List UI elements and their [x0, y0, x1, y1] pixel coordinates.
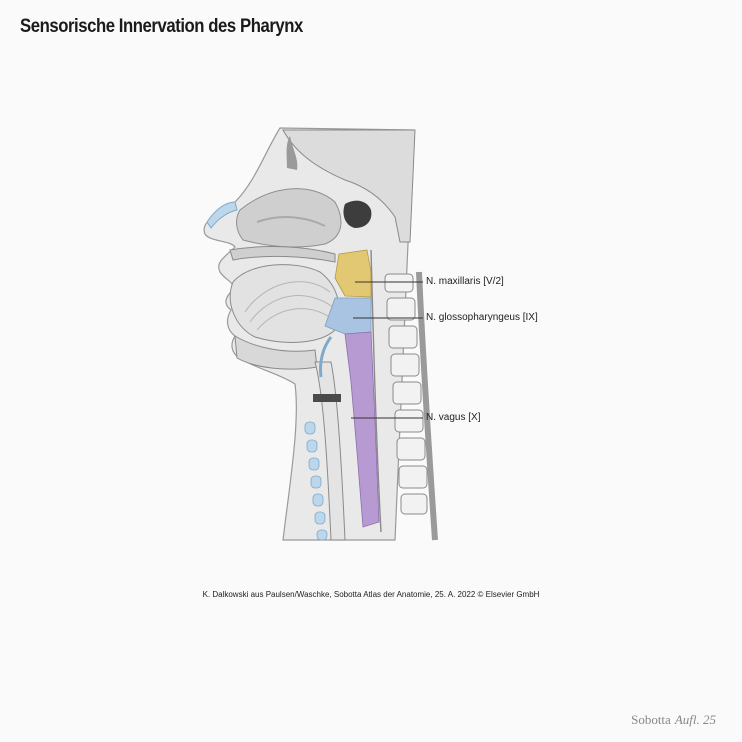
label-maxillaris: N. maxillaris [V/2]: [426, 276, 504, 287]
nasal-conchae: [256, 216, 326, 227]
spinal-canal: [416, 271, 438, 541]
brand-edition: Aufl. 25: [674, 712, 716, 727]
label-glossopharyngeus: N. glossopharyngeus [IX]: [426, 312, 538, 323]
page-title: Sensorische Innervation des Pharynx: [20, 16, 303, 37]
brand-name: Sobotta: [631, 712, 671, 727]
frontal-sinus: [286, 136, 298, 170]
pharyngeal-wall: [370, 249, 382, 533]
airway: [314, 361, 346, 541]
nasal-cartilage: [206, 201, 238, 229]
region-maxillaris: [334, 249, 372, 298]
sphenoid-sinus: [343, 200, 372, 228]
epiglottis: [319, 336, 333, 378]
vocal-fold: [313, 394, 341, 402]
tongue-fibers: [244, 281, 334, 331]
pharynx-sagittal-illustration: [195, 122, 555, 544]
skull-base: [282, 129, 416, 243]
hard-palate: [229, 246, 336, 263]
vertebral-column: [384, 273, 428, 515]
label-vagus: N. vagus [X]: [426, 412, 481, 423]
tracheal-rings: [304, 421, 328, 541]
tongue: [229, 264, 340, 343]
region-vagus: [344, 331, 380, 528]
image-credit: K. Dalkowski aus Paulsen/Waschke, Sobott…: [202, 590, 540, 599]
